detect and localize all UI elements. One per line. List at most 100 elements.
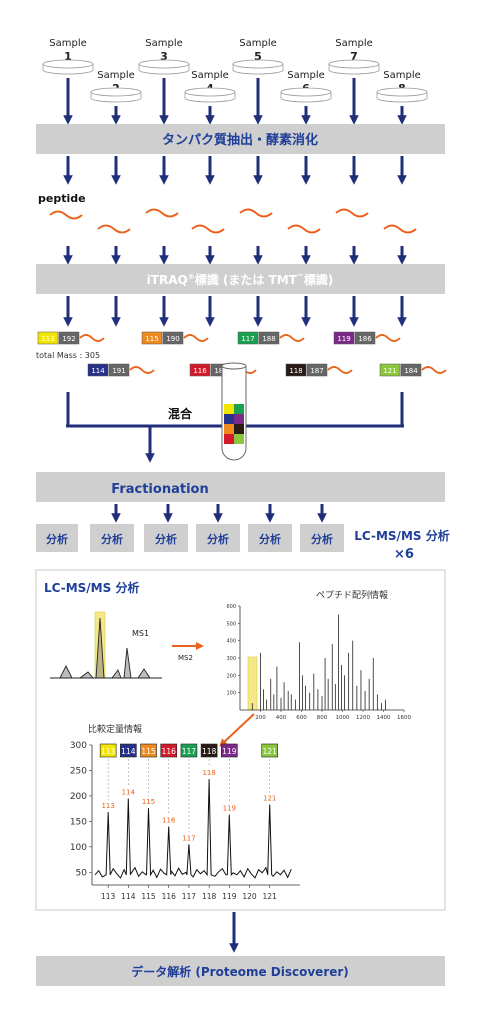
peptide-squiggles <box>49 208 417 234</box>
sample-number: 5 <box>254 50 262 63</box>
digestion-bar <box>36 124 445 154</box>
fractionation-label: Fractionation <box>111 482 208 497</box>
ms2-y-tick: 100 <box>226 691 236 697</box>
reporter-legend-label: 118 <box>202 747 217 756</box>
analysis-box <box>300 524 344 552</box>
analysis-box <box>90 524 134 552</box>
data-analysis-bar <box>36 956 445 986</box>
ms2-y-tick: 600 <box>226 604 236 610</box>
analysis-box <box>196 524 240 552</box>
tagged-peptide <box>279 334 305 342</box>
reporter-label: 114 <box>91 367 105 375</box>
arrows-to-analysis <box>111 504 327 523</box>
reporter-peak-label: 116 <box>162 816 176 824</box>
sample-number: 1 <box>64 50 72 63</box>
tagged-peptide <box>421 366 447 374</box>
reporter-x-tick: 120 <box>242 892 257 901</box>
tube-color-cell <box>224 424 234 434</box>
ms2-y-tick: 400 <box>226 639 236 645</box>
sample-word: Sample <box>239 38 277 49</box>
ms2-y-tick: 200 <box>226 673 236 679</box>
reporter-y-tick: 250 <box>70 766 87 776</box>
sample-word: Sample <box>383 70 421 81</box>
labeling-label: iTRAQ®標識 (または TMT™標識) <box>147 272 334 287</box>
digestion-label: タンパク質抽出・酵素消化 <box>162 132 318 148</box>
reporter-peak-label: 113 <box>101 802 114 810</box>
reporter-legend-item: 118 <box>200 743 218 758</box>
analysis-label: 分析 <box>311 532 333 546</box>
fractionation-bar <box>36 472 445 502</box>
analysis-label: 分析 <box>101 532 123 546</box>
analysis-label: 分析 <box>155 532 177 546</box>
sample-number: 3 <box>160 50 168 63</box>
tube-color-cell <box>224 414 234 424</box>
mix-label: 混合 <box>168 406 193 421</box>
reporter-peak-label: 115 <box>142 798 155 806</box>
analysis-boxes: 分析 分析 分析 分析 分析 分析 <box>36 524 344 552</box>
sample-dish: Sample 5 <box>232 38 284 75</box>
ms2-x-tick: 800 <box>317 715 328 721</box>
lcms-side-label: LC-MS/MS 分析 <box>354 528 449 543</box>
reporter-peak-label: 118 <box>202 769 215 777</box>
analysis-label: 分析 <box>207 532 229 546</box>
balance-label: 190 <box>166 335 179 343</box>
test-tube <box>221 362 247 461</box>
sample-dishes: Sample 1 Sample 3 Sample 5 Sample 7 Samp… <box>42 38 428 103</box>
ms2-x-tick: 1600 <box>397 715 411 721</box>
arrows-to-tags <box>63 296 407 327</box>
reporter-peak-label: 119 <box>223 805 236 813</box>
analysis-box <box>248 524 292 552</box>
sample-dish: Sample 8 <box>376 70 428 103</box>
tagged-peptide <box>79 334 105 342</box>
tube-color-cell <box>234 404 244 414</box>
quant-info-label: 比較定量情報 <box>88 723 142 735</box>
reporter-peak-label: 114 <box>122 788 136 796</box>
reporter-x-tick: 121 <box>263 892 278 901</box>
ms1-spectrum: MS1 <box>50 611 162 679</box>
balance-label: 192 <box>62 335 75 343</box>
analysis-box <box>36 524 78 552</box>
panel-title: LC-MS/MS 分析 <box>44 580 139 595</box>
reporter-legend-label: 121 <box>263 747 278 756</box>
sample-word: Sample <box>49 38 87 49</box>
ms2-x-tick: 1200 <box>356 715 370 721</box>
tube-color-cell <box>234 414 244 424</box>
tagged-peptide <box>327 366 353 374</box>
sample-dish: Sample 1 <box>42 38 94 75</box>
arrows-to-labeling <box>63 246 407 265</box>
sample-dish: Sample 7 <box>328 38 380 75</box>
tube-color-cell <box>234 434 244 444</box>
analysis-box <box>144 524 188 552</box>
reporter-label: 116 <box>193 367 207 375</box>
reporter-legend-item: 117 <box>180 743 198 758</box>
ms2-x-tick: 1000 <box>336 715 350 721</box>
reporter-x-tick: 118 <box>202 892 217 901</box>
ms2-to-reporter-arrow <box>219 713 255 747</box>
tagged-peptide <box>183 334 209 342</box>
reporter-y-tick: 300 <box>70 741 87 751</box>
reporter-label: 119 <box>337 335 350 343</box>
reporter-peak-label: 117 <box>182 834 195 842</box>
total-mass-label: total Mass : 305 <box>36 351 100 360</box>
reporter-legend-item: 114 <box>120 743 137 758</box>
reporter-legend-item: 121 <box>261 743 279 758</box>
reporter-label: 117 <box>241 335 254 343</box>
reporter-legend-item: 115 <box>140 743 157 758</box>
analysis-label: 分析 <box>46 532 68 546</box>
reporter-legend-item: 113 <box>99 743 117 758</box>
sample-word: Sample <box>97 70 135 81</box>
balance-label: 189 <box>214 367 227 375</box>
reporter-label: 115 <box>145 335 158 343</box>
sample-number: 7 <box>350 50 358 63</box>
sample-word: Sample <box>335 38 373 49</box>
data-analysis-label: データ解析 (Proteome Discoverer) <box>131 964 349 979</box>
